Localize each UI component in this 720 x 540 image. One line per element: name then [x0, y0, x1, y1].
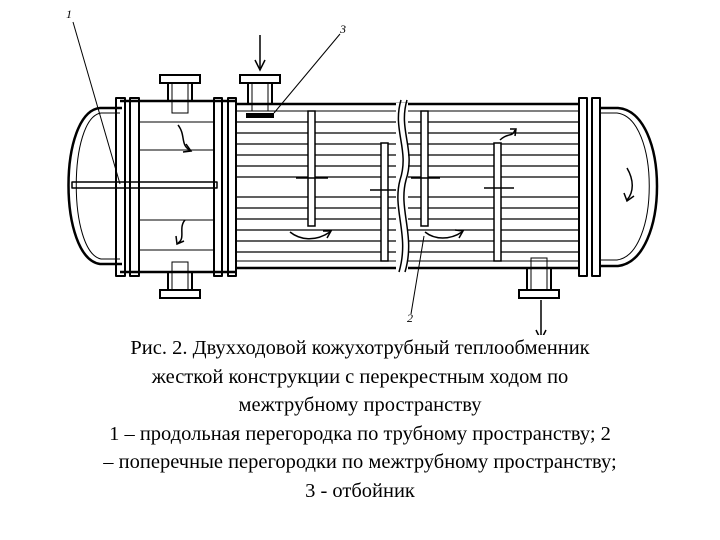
figure-caption: Рис. 2. Двухходовой кожухотрубный теплоо… — [0, 334, 720, 505]
leader-line-3 — [273, 33, 341, 114]
caption-line-2: жесткой конструкции с перекрестным ходом… — [151, 365, 569, 388]
heat-exchanger-diagram: 1 3 2 — [66, 7, 659, 335]
label-3: 3 — [339, 22, 346, 36]
right-tube-sheet — [578, 97, 588, 277]
label-2: 2 — [407, 311, 413, 325]
transverse-baffles — [307, 110, 502, 262]
longitudinal-partition — [71, 181, 218, 189]
bottom-right-nozzle — [518, 257, 560, 299]
impingement-plate — [246, 113, 274, 118]
label-1: 1 — [66, 7, 72, 21]
left-tube-sheet-2 — [227, 97, 237, 277]
caption-line-5: – поперечные перегородки по межтрубному … — [103, 451, 617, 473]
leader-line-2 — [410, 235, 425, 315]
right-head-inner — [600, 112, 650, 261]
left-head — [67, 106, 122, 266]
left-flange-2 — [129, 97, 140, 277]
top-left-nozzle — [159, 74, 201, 114]
left-flange-1 — [115, 97, 126, 277]
right-head — [600, 106, 659, 268]
flow-arrows — [175, 35, 635, 335]
top-shell-nozzle — [239, 74, 281, 112]
right-tube-sheet-2 — [591, 97, 601, 277]
caption-line-6: 3 - отбойник — [305, 479, 415, 502]
left-tube-sheet — [213, 97, 223, 277]
caption-line-1: Рис. 2. Двухходовой кожухотрубный теплоо… — [130, 337, 590, 359]
bottom-left-nozzle — [159, 261, 201, 299]
caption-line-3: межтрубному пространству — [238, 394, 482, 416]
leader-line-1 — [72, 21, 121, 185]
left-head-inner — [75, 112, 120, 260]
caption-line-4: 1 – продольная перегородка по трубному п… — [109, 422, 611, 445]
break-line — [397, 99, 404, 273]
